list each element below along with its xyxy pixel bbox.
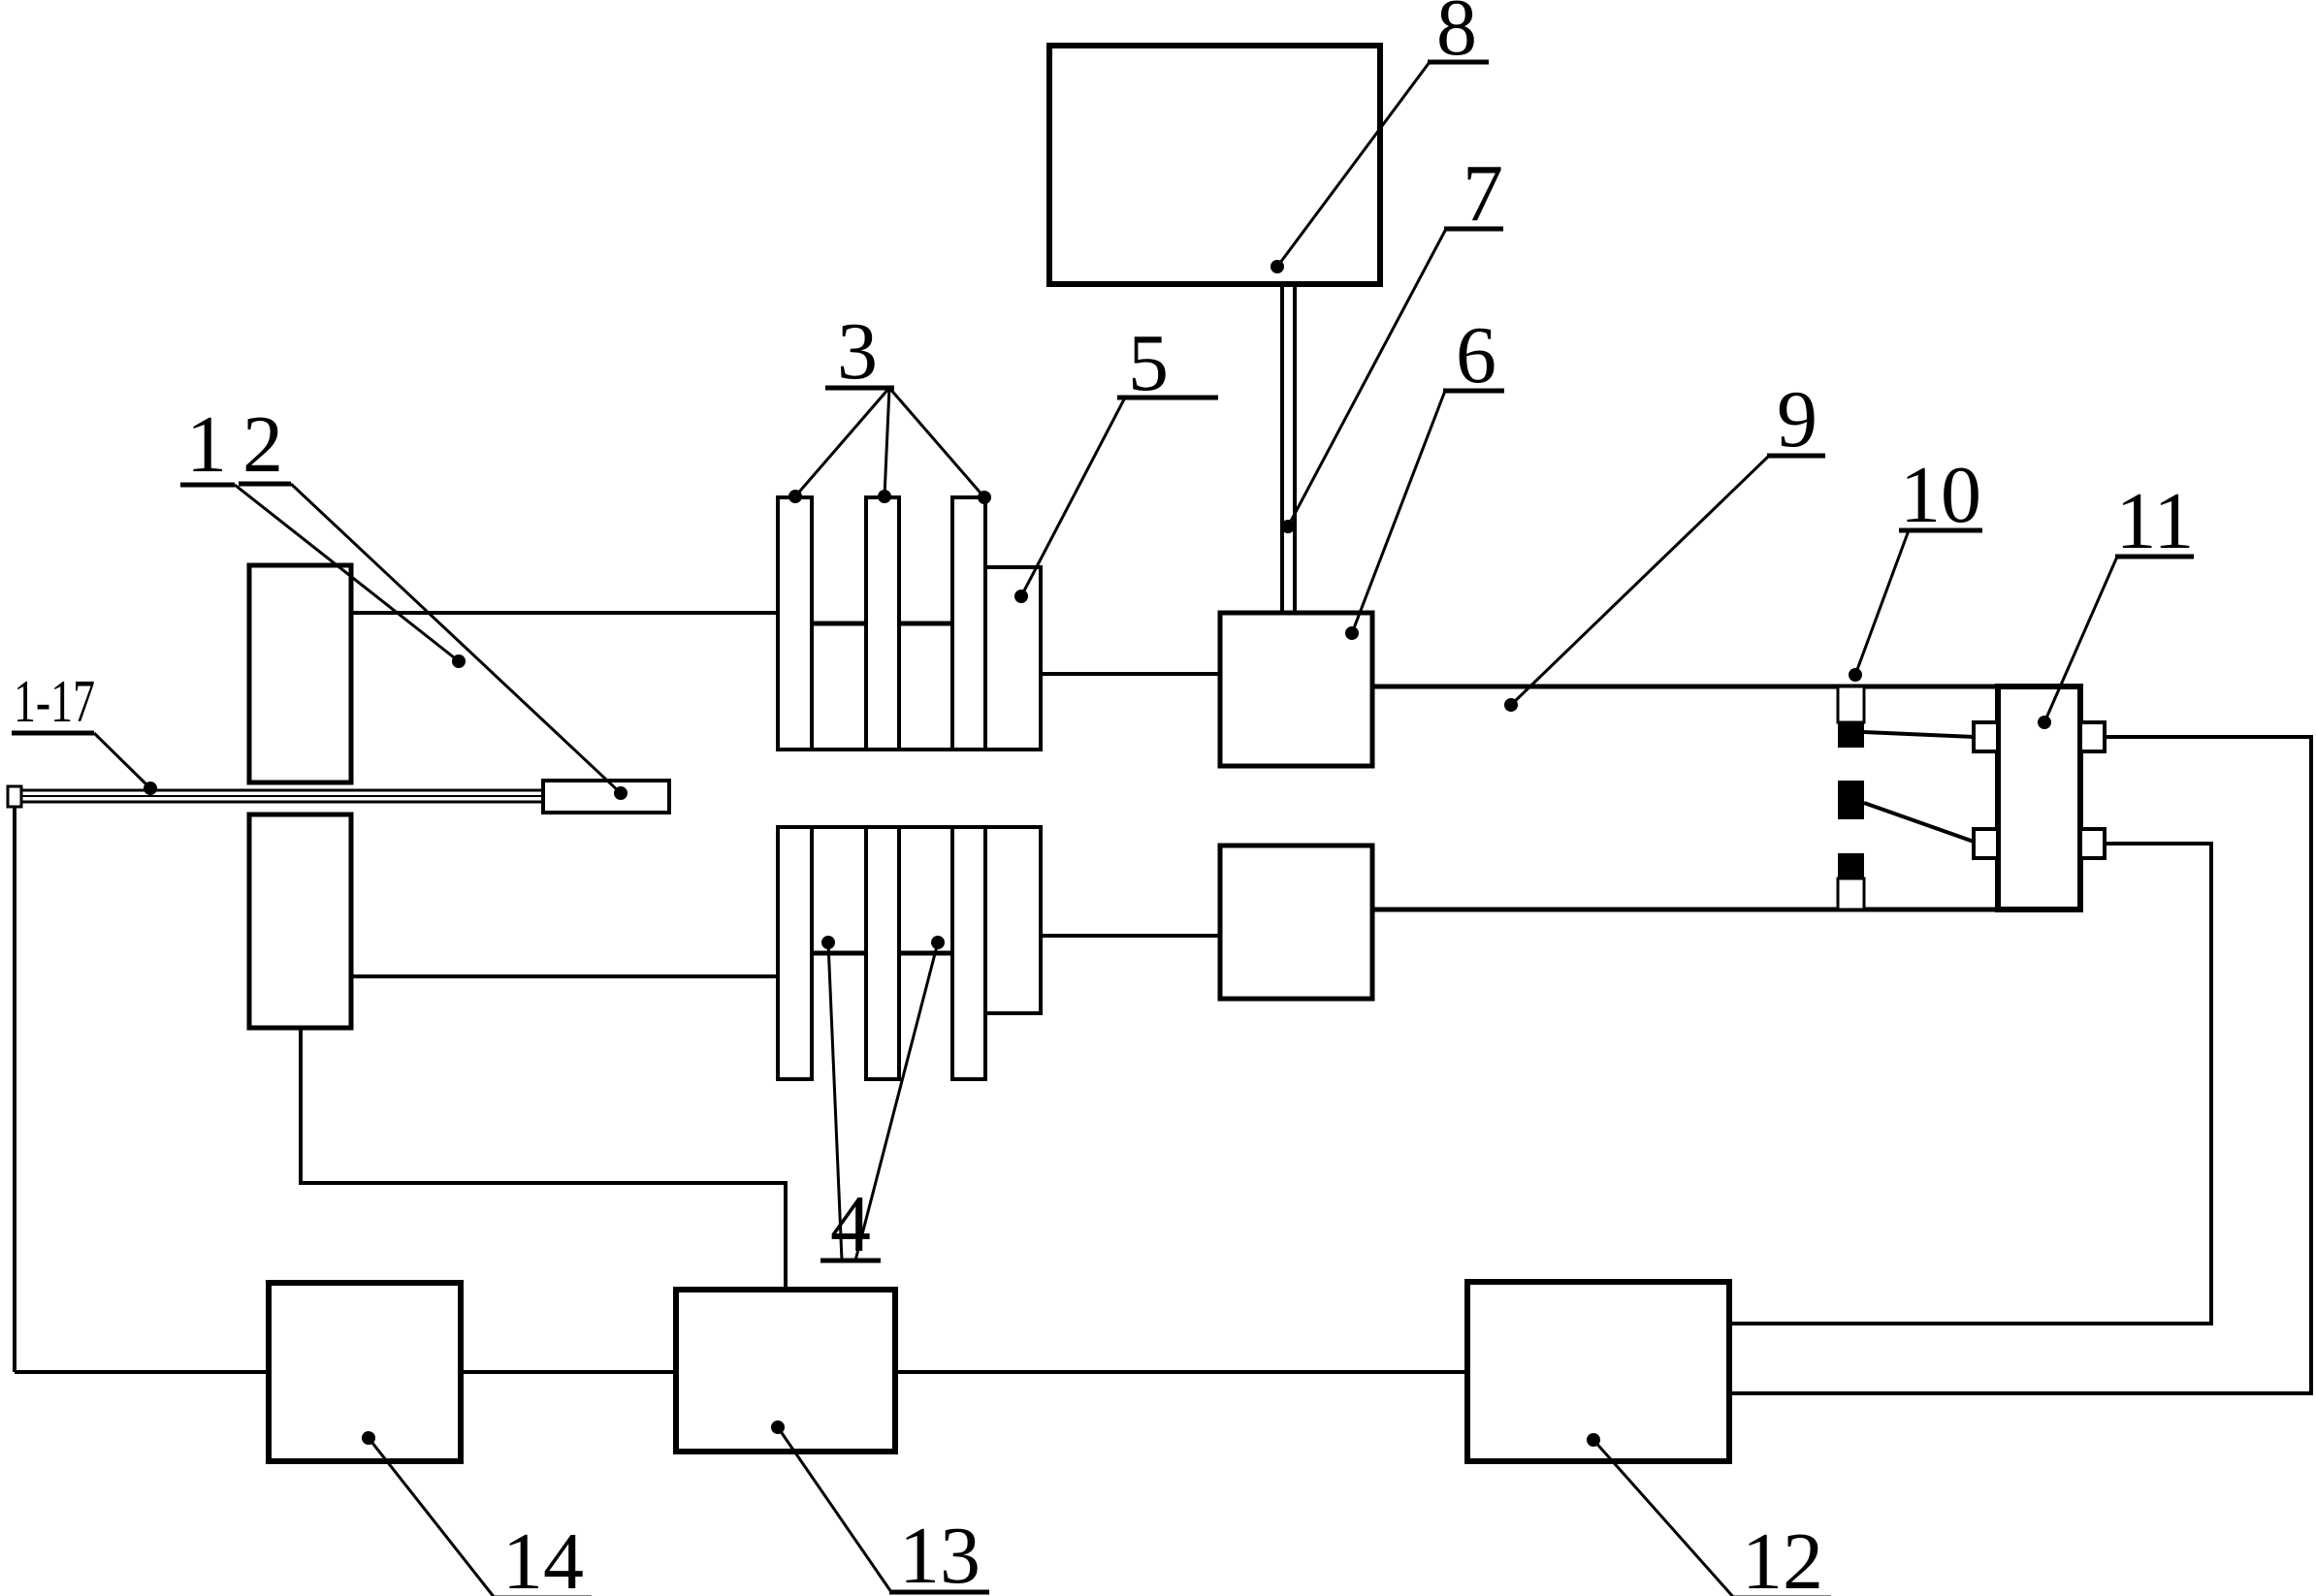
aperture-black-bottom xyxy=(1838,853,1864,878)
aperture-white-top xyxy=(1836,685,1866,724)
label-2-leader-1 xyxy=(289,482,623,795)
label-2-text: 2 xyxy=(242,399,283,490)
box-left-upper xyxy=(246,562,354,785)
right-loop-inner xyxy=(1729,842,2213,1325)
label-10-leader-dot-1 xyxy=(1849,668,1862,682)
grid-bar-bottom-1 xyxy=(776,825,814,1081)
label-10-text: 10 xyxy=(1900,450,1981,540)
label-11-text: 11 xyxy=(2116,476,2195,566)
aperture-black-middle xyxy=(1838,781,1864,819)
label-11-leader-dot-1 xyxy=(2038,716,2051,729)
label-3-text: 3 xyxy=(837,306,878,397)
label-11-leader-1 xyxy=(2043,556,2119,723)
label-14-leader-1 xyxy=(367,1437,496,1596)
box-12 xyxy=(1464,1279,1732,1464)
label-5-text: 5 xyxy=(1128,318,1169,408)
label-9-leader-dot-1 xyxy=(1504,698,1518,712)
label-1-17-text: 1-17 xyxy=(14,669,95,735)
tab-left-top xyxy=(1972,720,2000,753)
label-3-leader-dot-2 xyxy=(878,490,891,503)
grid-bar-bottom-3 xyxy=(950,825,987,1081)
right-loop-outer xyxy=(1729,735,2313,1395)
grid-bar-bottom-2 xyxy=(864,825,901,1081)
grid-bar-top-2 xyxy=(864,495,901,751)
aperture-to-tab-bottom xyxy=(1863,801,1975,844)
box-lower-middle xyxy=(1217,843,1375,1002)
grid-bar-top-1 xyxy=(776,495,814,751)
label-13-leader-1 xyxy=(776,1426,893,1593)
label-3-leader-1 xyxy=(793,387,891,497)
label-8-leader-1 xyxy=(1275,61,1431,268)
label-7-leader-1 xyxy=(1286,228,1448,527)
label-6-text: 6 xyxy=(1456,310,1496,400)
label-7-leader-dot-1 xyxy=(1281,520,1295,533)
label-3-leader-2 xyxy=(883,387,891,497)
aperture-white-bottom xyxy=(1836,877,1866,911)
label-4-leader-dot-1 xyxy=(821,936,835,949)
label-9-leader-1 xyxy=(1509,454,1771,707)
label-6-leader-dot-1 xyxy=(1345,626,1359,640)
label-4-leader-2 xyxy=(853,942,940,1261)
label-8-leader-dot-1 xyxy=(1271,260,1284,273)
label-3-leader-3 xyxy=(887,387,986,498)
label-3-leader-dot-3 xyxy=(978,491,991,504)
label-12-leader-1 xyxy=(1592,1439,1735,1596)
grid-bar-top-3 xyxy=(950,495,987,751)
tab-left-bottom xyxy=(1972,827,2000,860)
needle-holder xyxy=(541,779,671,814)
needle-end-cap xyxy=(6,784,23,809)
box-6 xyxy=(1217,610,1375,769)
label-12-text: 12 xyxy=(1742,1516,1823,1596)
box-8 xyxy=(1046,43,1383,287)
label-5-leader-1 xyxy=(1019,397,1127,597)
label-10-leader-1 xyxy=(1853,529,1911,676)
lower-left-L-wire xyxy=(299,1028,788,1290)
tab-right-bottom xyxy=(2078,827,2107,860)
label-1-leader-dot-1 xyxy=(452,654,466,668)
box-14 xyxy=(266,1280,464,1464)
label-14-text: 14 xyxy=(502,1516,584,1596)
aperture-to-tab-top xyxy=(1863,730,1975,739)
label-1-leader-1 xyxy=(234,483,460,663)
label-14-leader-dot-1 xyxy=(362,1431,375,1445)
label-1-17-leader-1 xyxy=(92,731,152,790)
label-12-leader-dot-1 xyxy=(1587,1433,1600,1447)
block-5-upper xyxy=(983,565,1043,751)
aperture-black-top xyxy=(1838,722,1864,748)
box-13 xyxy=(673,1287,898,1454)
label-13-leader-dot-1 xyxy=(771,1420,785,1434)
block-lower xyxy=(983,825,1043,1015)
label-13-text: 13 xyxy=(899,1511,981,1596)
label-4-leader-1 xyxy=(826,942,844,1261)
label-1-text: 1 xyxy=(186,399,227,490)
label-5-leader-dot-1 xyxy=(1014,590,1028,603)
label-4-leader-dot-2 xyxy=(931,936,945,949)
label-6-leader-1 xyxy=(1350,390,1447,634)
tab-right-top xyxy=(2078,720,2107,753)
label-9-text: 9 xyxy=(1777,374,1817,464)
label-3-leader-dot-1 xyxy=(788,490,802,503)
label-1-17-leader-dot-1 xyxy=(144,782,157,795)
label-7-text: 7 xyxy=(1463,148,1503,239)
label-2-leader-dot-1 xyxy=(614,786,627,800)
box-left-lower xyxy=(246,812,354,1031)
